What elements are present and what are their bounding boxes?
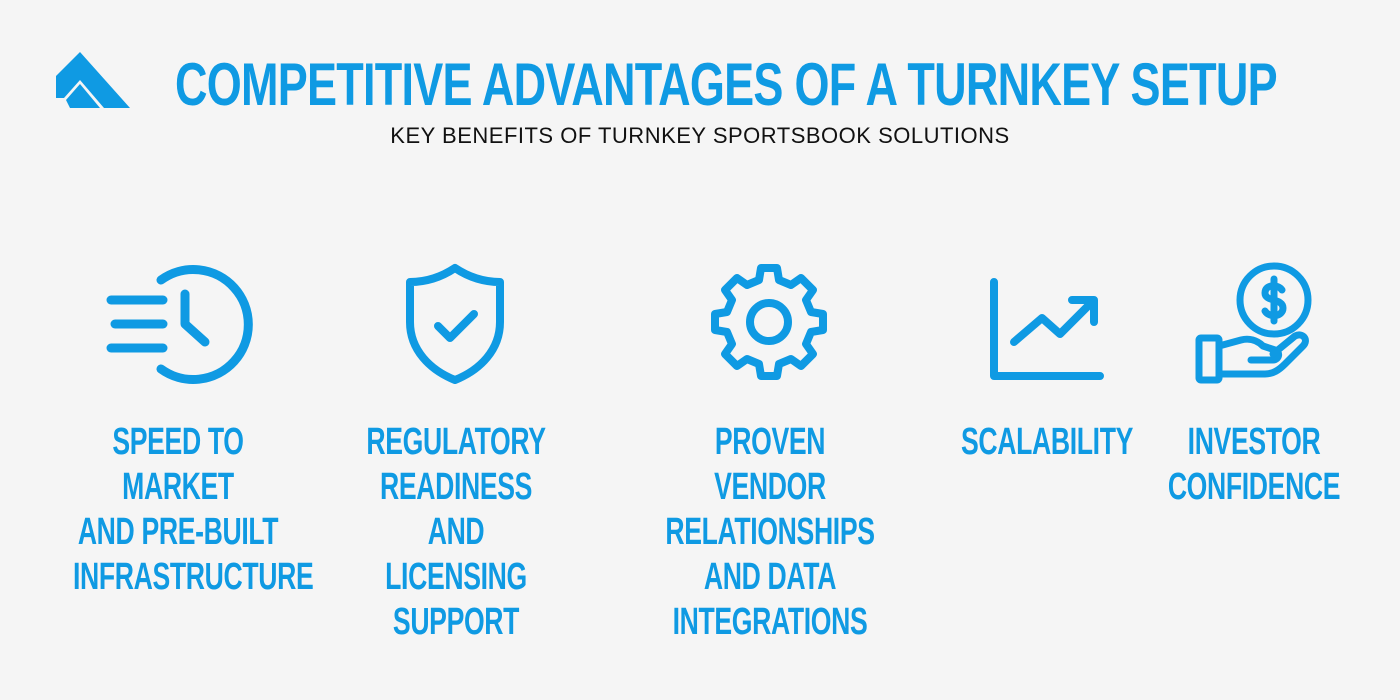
fast-clock-icon [103, 262, 253, 386]
page-title: COMPETITIVE ADVANTAGES OF A TURNKEY SETU… [175, 51, 1278, 118]
hand-coin-icon [1179, 262, 1329, 386]
shield-check-icon [380, 262, 530, 386]
item-label-speed-to-market: SPEED TO MARKET AND PRE-BUILT INFRASTRUC… [73, 421, 314, 598]
logo-icon [56, 52, 130, 108]
item-label-investor-confidence: INVESTOR CONFIDENCE [1167, 421, 1341, 508]
item-label-scalability: SCALABILITY [960, 421, 1134, 463]
brand-logo [50, 50, 132, 112]
gear-icon [694, 262, 844, 386]
item-label-regulatory-readiness: REGULATORY READINESS AND LICENSING SUPPO… [366, 421, 546, 643]
item-label-vendor-relationships: PROVEN VENDOR RELATIONSHIPS AND DATA INT… [665, 421, 875, 643]
growth-chart-icon [972, 262, 1122, 386]
page-subtitle: KEY BENEFITS OF TURNKEY SPORTSBOOK SOLUT… [390, 123, 1010, 148]
